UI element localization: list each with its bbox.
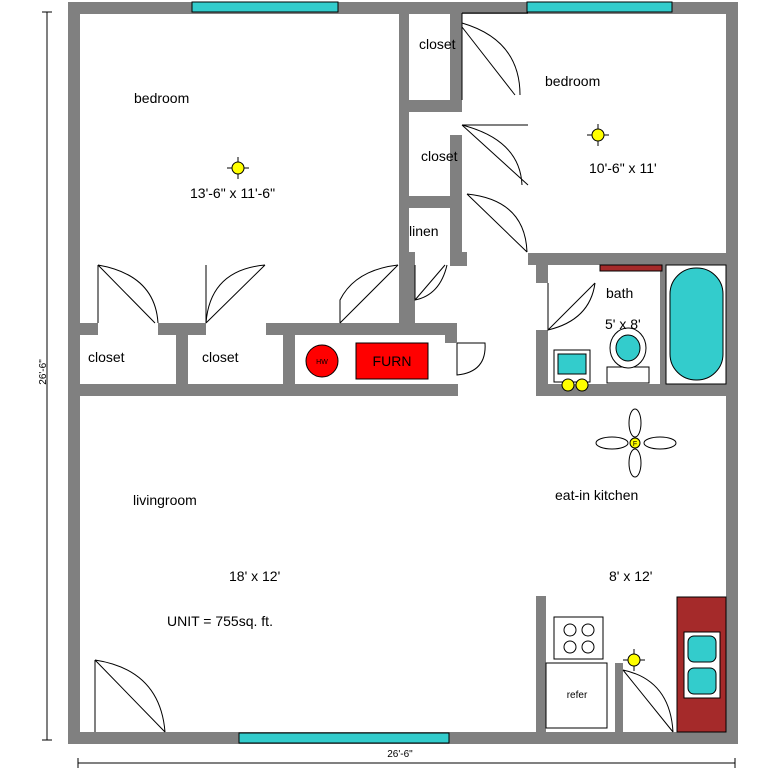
bath-fixtures bbox=[553, 264, 727, 392]
bedroom-right-size: 10'-6" x 11' bbox=[589, 160, 657, 176]
water-heater bbox=[305, 344, 339, 378]
bedroom-left-label: bedroom bbox=[134, 90, 189, 106]
closet-left-1-label: closet bbox=[88, 349, 125, 365]
furnace bbox=[355, 342, 429, 380]
light-icon bbox=[587, 124, 609, 146]
bathtub bbox=[669, 267, 724, 381]
light-icon bbox=[623, 649, 645, 671]
bath-size: 5' x 8' bbox=[605, 316, 641, 332]
hw-label: HW bbox=[316, 359, 328, 366]
dimension-width-label: 26'-6" bbox=[387, 749, 413, 760]
kitchen-label: eat-in kitchen bbox=[555, 487, 638, 503]
window-bedroom-right bbox=[526, 1, 673, 13]
toilet-tank bbox=[606, 366, 650, 384]
closet-top-2-label: closet bbox=[421, 148, 458, 164]
doors bbox=[94, 12, 674, 733]
livingroom-size: 18' x 12' bbox=[229, 568, 280, 584]
dimension-vertical: 26'-6" bbox=[38, 11, 52, 741]
windows bbox=[191, 1, 673, 744]
closet-top-1-label: closet bbox=[419, 36, 456, 52]
room-labels: bedroom 13'-6" x 11'-6" bedroom 10'-6" x… bbox=[88, 36, 657, 629]
light-icon bbox=[227, 157, 249, 179]
fan-label: F bbox=[633, 441, 637, 448]
furn-label: FURN bbox=[373, 353, 412, 369]
bedroom-right-label: bedroom bbox=[545, 73, 600, 89]
livingroom-label: livingroom bbox=[133, 492, 197, 508]
stove bbox=[553, 616, 604, 660]
dimension-horizontal: 26'-6" bbox=[77, 749, 736, 768]
unit-area-label: UNIT = 755sq. ft. bbox=[167, 613, 273, 629]
ceiling-lights bbox=[227, 124, 645, 671]
ceiling-fan: F bbox=[595, 408, 677, 478]
window-livingroom bbox=[238, 732, 450, 744]
linen-label: linen bbox=[409, 223, 439, 239]
kitchen-fixtures: refer bbox=[545, 596, 727, 733]
bath-label: bath bbox=[606, 285, 633, 301]
kitchen-size: 8' x 12' bbox=[609, 568, 652, 584]
mechanical: HW FURN bbox=[305, 342, 429, 380]
dimension-height-label: 26'-6" bbox=[38, 359, 49, 385]
refrigerator bbox=[545, 662, 608, 729]
refer-label: refer bbox=[567, 690, 588, 701]
interior-walls bbox=[68, 2, 738, 744]
bedroom-left-size: 13'-6" x 11'-6" bbox=[190, 185, 275, 201]
window-bedroom-left bbox=[191, 1, 339, 13]
closet-left-2-label: closet bbox=[202, 349, 239, 365]
towel-bar bbox=[599, 264, 663, 272]
